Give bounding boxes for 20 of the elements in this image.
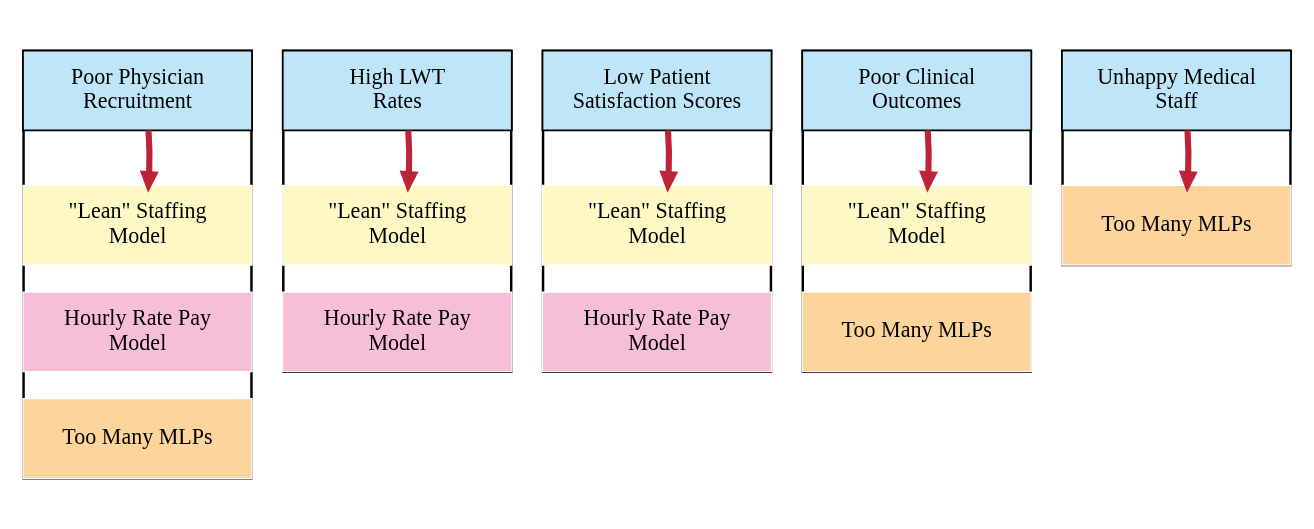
arrow <box>139 130 159 193</box>
arrow <box>659 130 679 193</box>
node-box: "Lean" Staffing Model <box>541 184 773 266</box>
node-box: Hourly Rate Pay Model <box>541 291 773 373</box>
node-box: Hourly Rate Pay Model <box>282 291 513 373</box>
node-box: "Lean" Staffing Model <box>801 184 1032 266</box>
node-box: High LWT Rates <box>281 49 513 132</box>
node-box: Too Many MLPs <box>22 398 253 479</box>
node-box: "Lean" Staffing Model <box>282 184 513 266</box>
arrow <box>1178 130 1198 193</box>
arrow <box>399 130 419 193</box>
node-box: Poor Physician Recruitment <box>22 49 253 132</box>
node-box: Too Many MLPs <box>1061 184 1292 266</box>
node-box: Too Many MLPs <box>801 291 1032 373</box>
node-box: Poor Clinical Outcomes <box>801 49 1033 132</box>
node-box: "Lean" Staffing Model <box>22 184 253 266</box>
node-box: Low Patient Satisfaction Scores <box>541 49 773 132</box>
node-box: Unhappy Medical Staff <box>1061 49 1292 132</box>
arrow <box>919 130 939 193</box>
node-box: Hourly Rate Pay Model <box>22 291 253 373</box>
